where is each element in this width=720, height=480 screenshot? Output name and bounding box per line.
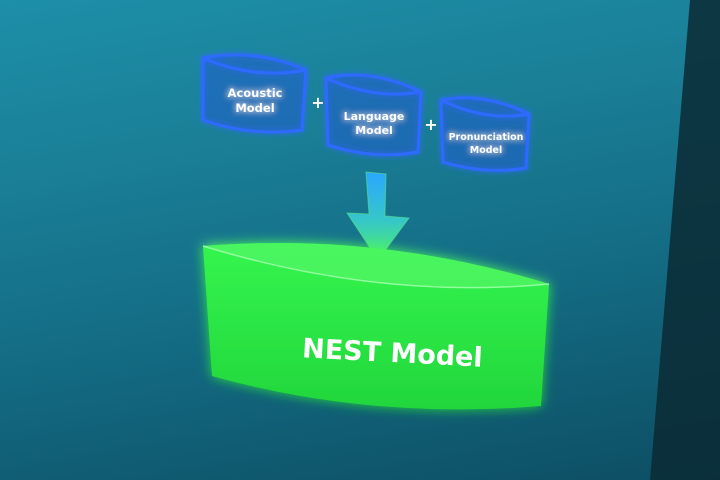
pronunciation-model-label-line2: Model <box>470 145 502 156</box>
language-model-label-line1: Language <box>344 110 405 123</box>
plus-operator-2: + <box>424 115 437 134</box>
language-model-label-line2: Model <box>355 124 393 137</box>
down-arrow-icon <box>346 171 410 261</box>
background-wall <box>650 0 720 480</box>
plus-operator-1: + <box>311 93 324 112</box>
nest-model-cylinder: NEST Model <box>202 243 550 410</box>
pronunciation-model-label-line1: Pronunciation <box>449 132 524 143</box>
language-model-cylinder: Language Model <box>324 73 423 157</box>
acoustic-model-cylinder: Acoustic Model <box>201 53 308 134</box>
pronunciation-model-cylinder: Pronunciation Model <box>439 96 531 172</box>
acoustic-model-label-line2: Model <box>235 101 274 115</box>
acoustic-model-label-line1: Acoustic <box>228 86 283 100</box>
